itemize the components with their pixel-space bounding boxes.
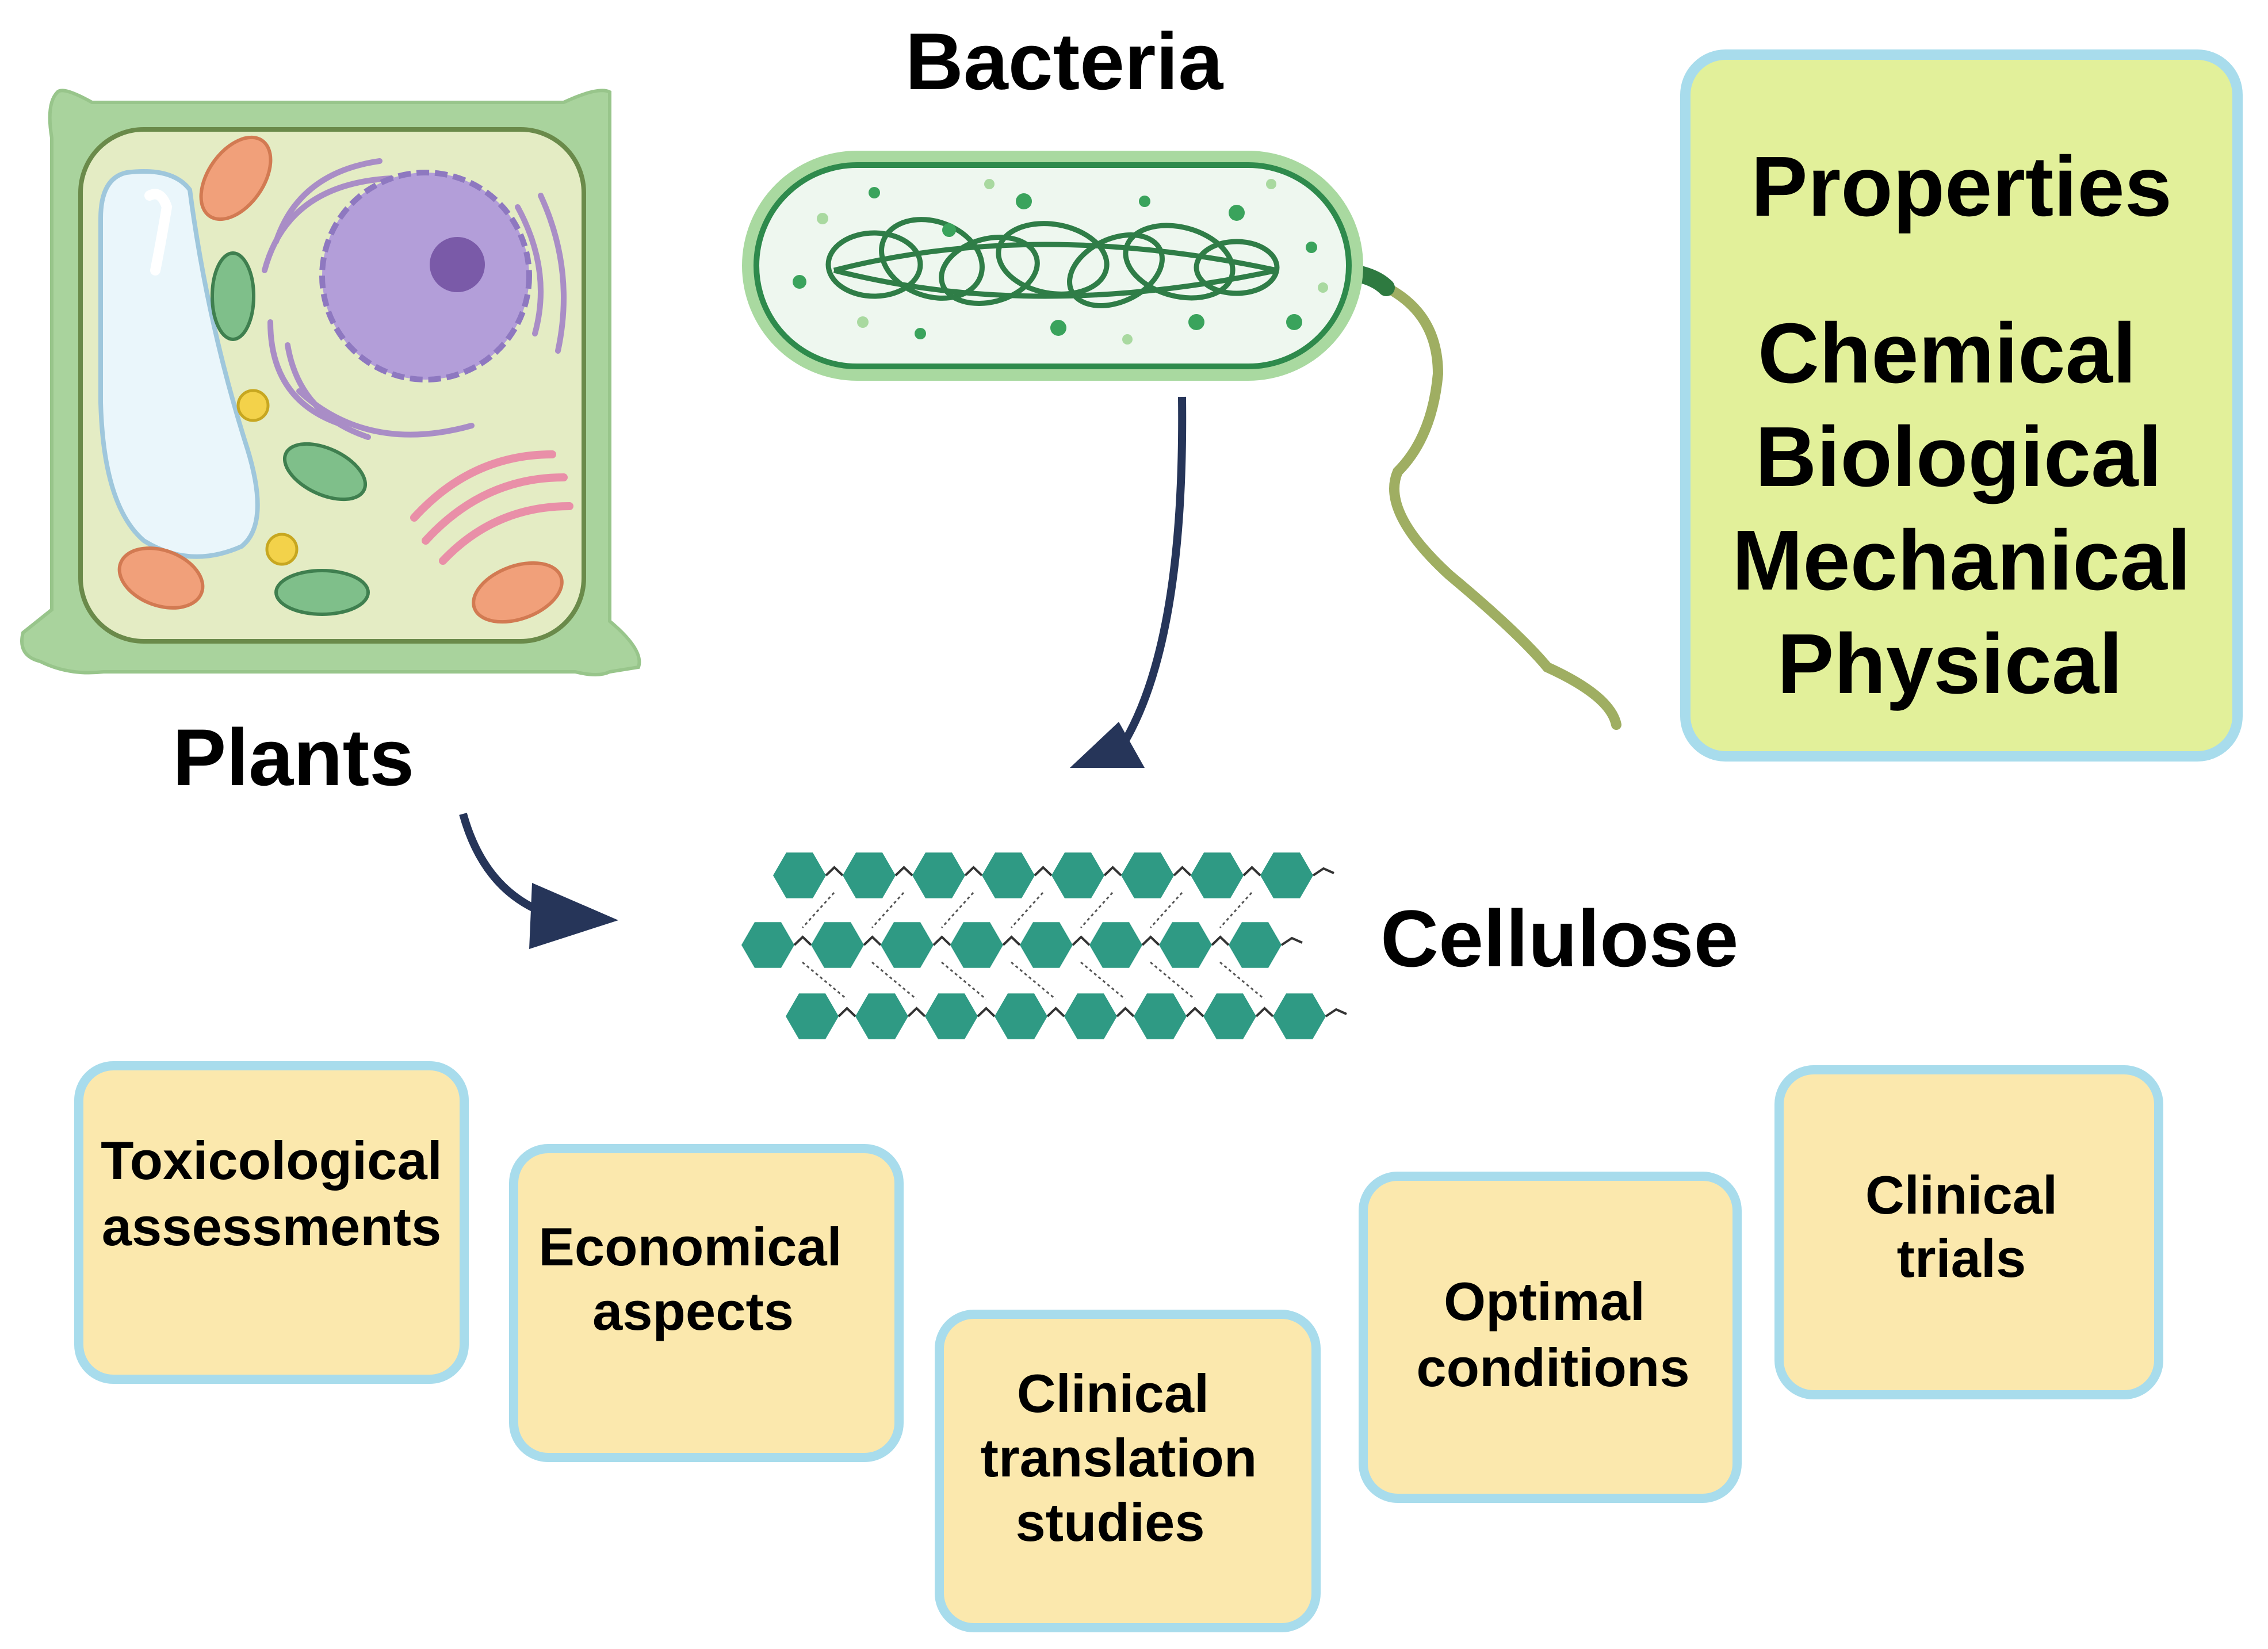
glucose-hexagon (773, 852, 826, 898)
card-line: Economical (538, 1216, 842, 1277)
hydrogen-bond (871, 961, 917, 1000)
glycosidic-link (793, 935, 1303, 946)
glucose-hexagon (1089, 922, 1142, 968)
card-optimal-conditions: Optimal conditions (1359, 1172, 1742, 1503)
glucose-hexagon (1159, 922, 1212, 968)
glucose-hexagon (950, 922, 1003, 968)
hydrogen-bond (1080, 892, 1114, 929)
glycosidic-link (837, 1007, 1347, 1017)
plants-label: Plants (173, 712, 414, 802)
card-line: aspects (592, 1281, 794, 1341)
card-line: assessments (102, 1196, 442, 1257)
glucose-hexagon (843, 852, 896, 898)
glucose-hexagon (1051, 852, 1104, 898)
hydrogen-bond (1219, 892, 1253, 929)
card-clinical-translation: Clinical translation studies (935, 1310, 1321, 1632)
property-item: Chemical (1758, 306, 2136, 401)
hydrogen-bond (1011, 961, 1056, 1000)
hydrogen-bond (1150, 961, 1195, 1000)
property-item: Physical (1777, 617, 2123, 711)
card-economical: Economical aspects (509, 1144, 904, 1462)
glucose-hexagon (811, 922, 864, 968)
plant-cell-icon (20, 89, 641, 676)
glucose-hexagon (925, 993, 978, 1039)
hydrogen-bond (941, 961, 986, 1000)
hydrogen-bond (1010, 892, 1044, 929)
glucose-hexagon (1191, 852, 1244, 898)
card-toxicological: Toxicological assessments (74, 1061, 469, 1384)
glucose-hexagon (881, 922, 934, 968)
glycosidic-link (825, 866, 1334, 877)
glucose-hexagon (982, 852, 1035, 898)
glucose-hexagon (1134, 993, 1187, 1039)
glucose-hexagon (1064, 993, 1117, 1039)
property-item: Biological (1755, 410, 2162, 504)
bacteria-label: Bacteria (905, 16, 1224, 106)
hydrogen-bond (801, 892, 835, 929)
glucose-hexagon (1273, 993, 1326, 1039)
glucose-hexagon (786, 993, 839, 1039)
hydrogen-bond (1149, 892, 1183, 929)
card-line: trials (1897, 1228, 2026, 1288)
hydrogen-bond (1080, 961, 1126, 1000)
card-line: Clinical (1865, 1165, 2057, 1225)
properties-heading: Properties (1751, 139, 2172, 234)
glucose-hexagon (1260, 852, 1313, 898)
bacterium-icon (742, 151, 1621, 730)
cellulose-label: Cellulose (1380, 893, 1738, 984)
card-line: Clinical (1017, 1363, 1209, 1424)
card-line: conditions (1416, 1337, 1689, 1398)
glucose-hexagon (912, 852, 965, 898)
glucose-hexagon (995, 993, 1047, 1039)
hydrogen-bond (1219, 961, 1265, 1000)
card-line: Toxicological (101, 1130, 442, 1191)
arrow-bacteria-to-cellulose (1070, 396, 1187, 768)
property-item: Mechanical (1732, 513, 2191, 608)
glucose-hexagon (1229, 922, 1282, 968)
glucose-hexagon (1203, 993, 1256, 1039)
card-clinical-trials: Clinical trials (1774, 1065, 2163, 1399)
hydrogen-bond (940, 892, 974, 929)
hydrogen-bond (871, 892, 905, 929)
cellulose-chain-icon (741, 852, 1347, 1039)
glucose-hexagon (855, 993, 908, 1039)
glucose-hexagon (1121, 852, 1174, 898)
card-line: translation (981, 1428, 1257, 1488)
glucose-hexagon (1020, 922, 1073, 968)
card-line: studies (1015, 1492, 1204, 1552)
card-line: Optimal (1444, 1271, 1645, 1332)
arrow-plants-to-cellulose (459, 813, 618, 949)
properties-box: Properties Chemical Biological Mechanica… (1680, 49, 2243, 762)
glucose-hexagon (741, 922, 794, 968)
hydrogen-bond (802, 961, 847, 1000)
